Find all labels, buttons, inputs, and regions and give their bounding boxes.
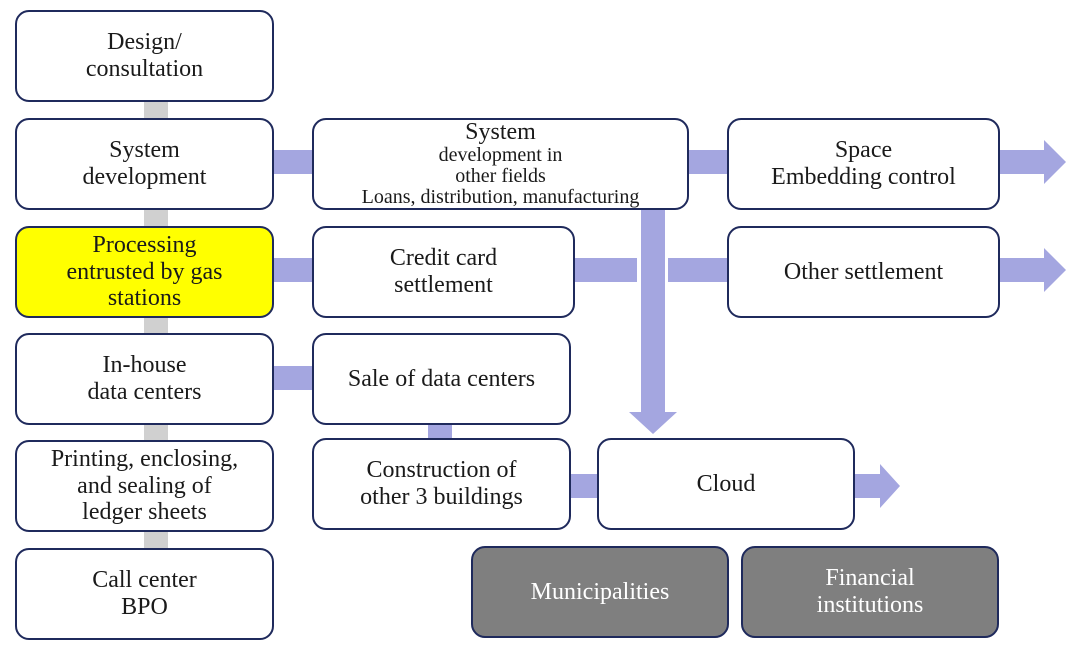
box-line: development in (438, 144, 563, 167)
down-arrow-to-cloud (629, 200, 677, 434)
box-line: Sale of data centers (347, 365, 536, 392)
box-other-settlement: Other settlement (727, 226, 1000, 318)
connector-design-system (144, 101, 168, 119)
box-line: Embedding control (771, 164, 956, 190)
box-cloud: Cloud (597, 438, 855, 530)
box-sale-of-data-centers: Sale of data centers (312, 333, 571, 425)
box-line: Credit card (389, 245, 498, 272)
box-line: In-house (102, 352, 187, 379)
box-line: Processing (92, 231, 197, 258)
box-line: Call center (92, 567, 197, 594)
connector-processing-to-credit (274, 258, 314, 282)
connector-inhouse-printing (144, 424, 168, 440)
box-line: institutions (816, 592, 924, 618)
box-line: entrusted by gas (66, 258, 223, 285)
box-municipalities: Municipalities (471, 546, 729, 638)
connector-system-to-other-fields (274, 150, 314, 174)
box-line: Municipalities (530, 578, 670, 605)
box-line: Financial (825, 565, 915, 592)
box-line: System (465, 118, 536, 145)
box-system-development-other-fields: System development in other fields Loans… (312, 118, 689, 210)
right-arrow-other-settlement (1000, 248, 1066, 292)
right-arrow-cloud (855, 464, 900, 508)
box-line: Design/ (107, 29, 182, 56)
connector-sale-to-construction (428, 423, 452, 439)
box-line: and sealing of (77, 472, 212, 499)
box-design-consultation: Design/consultation (15, 10, 274, 102)
connector-credit-to-settlement-b (668, 258, 729, 282)
connector-construction-to-cloud (571, 474, 599, 498)
box-line: other fields (455, 165, 546, 188)
box-line: BPO (121, 594, 168, 620)
connector-inhouse-to-sale (274, 366, 314, 390)
box-line: ledger sheets (82, 499, 207, 526)
right-arrow-space (1000, 140, 1066, 184)
box-line: Loans, distribution, manufacturing (361, 186, 640, 209)
box-line: Construction of (366, 457, 517, 484)
box-line: System (109, 137, 180, 164)
connector-processing-inhouse (144, 317, 168, 333)
box-line: Cloud (696, 470, 756, 497)
box-line: Space (834, 137, 893, 164)
box-line: stations (107, 285, 182, 312)
connector-other-fields-to-space (689, 150, 729, 174)
box-line: data centers (87, 379, 202, 405)
box-line: settlement (394, 272, 493, 298)
box-line: consultation (85, 56, 204, 82)
connector-printing-callcenter (144, 531, 168, 549)
connector-credit-to-settlement-a (575, 258, 637, 282)
box-line: development (82, 164, 207, 190)
connector-system-processing (144, 209, 168, 227)
box-line: Printing, enclosing, (50, 445, 239, 472)
box-line: other 3 buildings (360, 484, 523, 510)
box-line: Other settlement (783, 258, 944, 285)
